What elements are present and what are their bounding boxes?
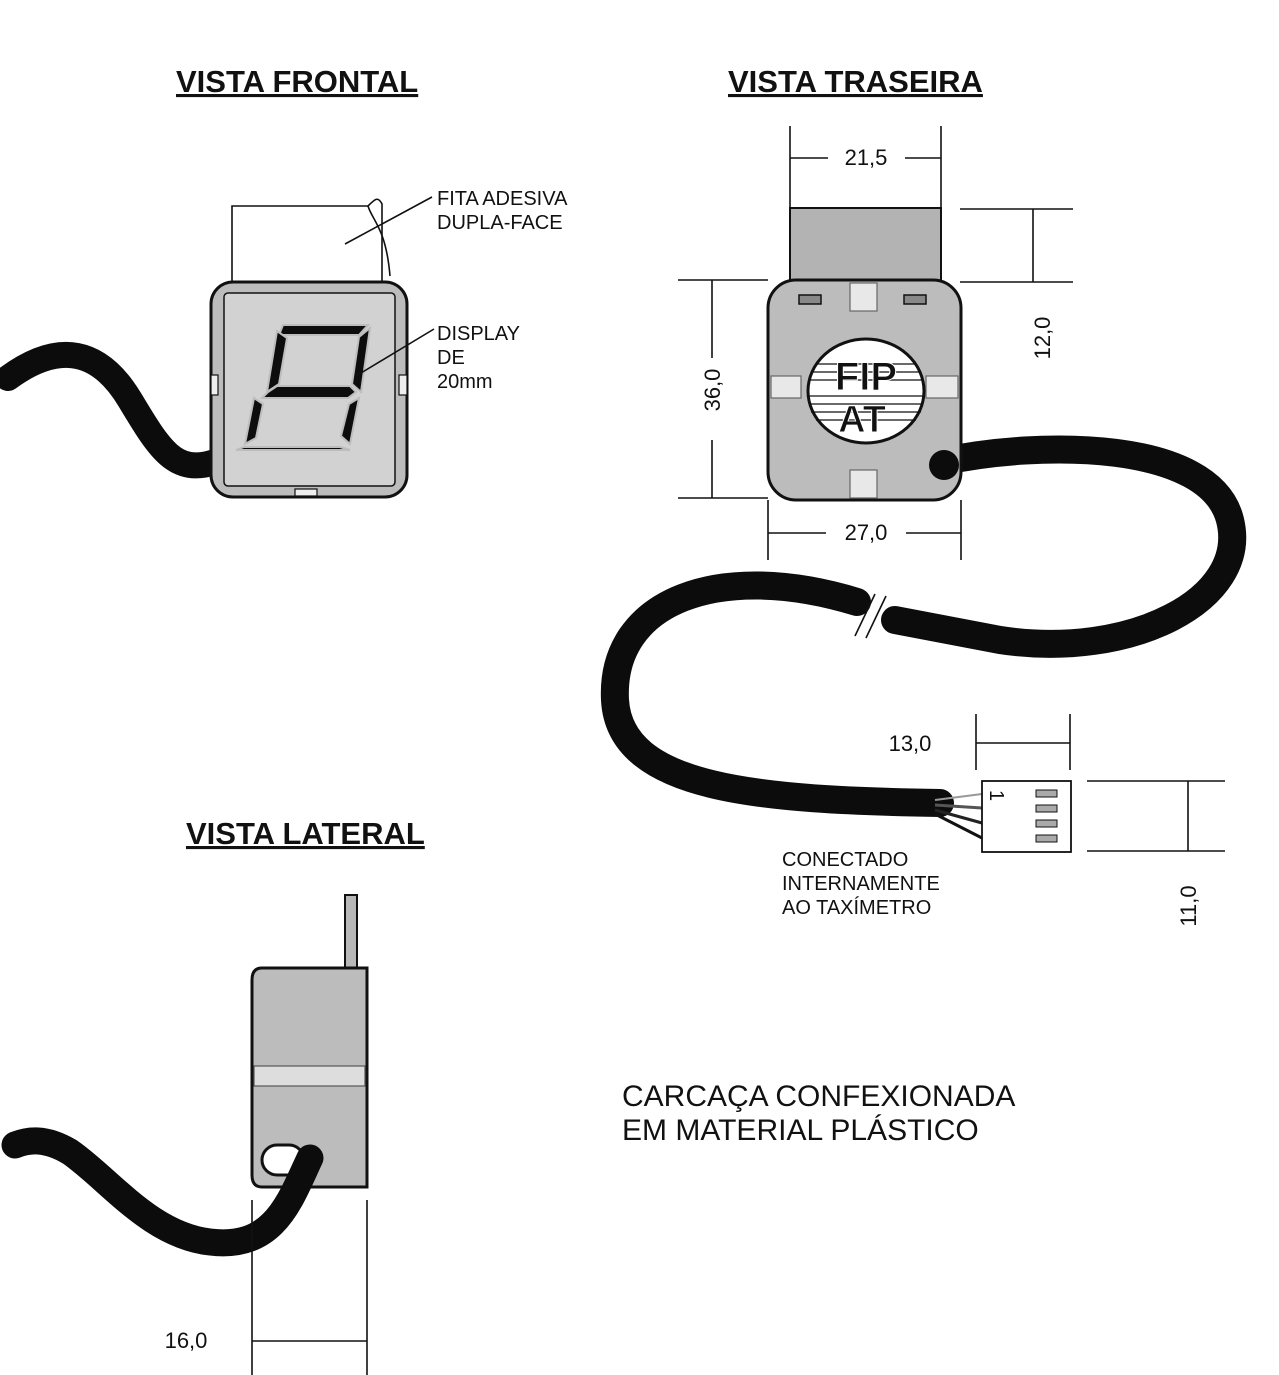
seven-segment-digit [235,324,372,451]
cable-entry [929,450,959,480]
wire-2 [934,803,983,810]
tape-label-line1: FITA ADESIVA [437,188,568,210]
logo-stripes [808,363,924,421]
rib-top [849,282,878,312]
connector-pins [1035,789,1058,843]
segment-c [339,395,361,446]
wire-4 [934,812,983,840]
segment-d [235,446,351,451]
rear-cable-lower [600,571,954,817]
segment-g [259,385,358,399]
wire-3 [934,808,983,825]
adhesive-tape-sheet [231,198,383,285]
cable-break-mark-2 [865,595,887,639]
bottom-clip [294,488,318,497]
tape-leader [344,196,433,245]
logo-text-at: AT [838,399,886,441]
front-view-title: VISTA FRONTAL [176,64,418,99]
rib-left [770,375,802,399]
rib-bottom [849,469,878,499]
wire-1 [934,793,983,801]
side-cable [1,1127,324,1257]
material-note-line2: EM MATERIAL PLÁSTICO [622,1114,979,1147]
tape-label-line2: DUPLA-FACE [437,212,563,234]
dim-tab-height: 12,0 [1030,317,1055,360]
display-label-line3: 20mm [437,371,493,393]
rear-view: FIP AT 21,5 12,0 36,0 27,0 [600,126,1247,927]
dim-top-width: 21,5 [845,145,888,170]
connector-note-line3: AO TAXÍMETRO [782,896,931,919]
side-view: 16,0 [1,894,369,1375]
logo-text-fip: FIP [835,355,897,399]
display-label-line2: DE [437,347,465,369]
connector-note-line2: INTERNAMENTE [782,873,940,895]
rear-view-title: VISTA TRASEIRA [728,64,983,99]
dim-body-height: 36,0 [700,369,725,412]
side-tab [344,894,358,971]
side-view-title: VISTA LATERAL [186,816,425,851]
front-cable [0,342,228,479]
rib-right [925,375,959,399]
display-label-line1: DISPLAY [437,323,520,345]
slot-left [798,294,822,305]
cable-break-mark-1 [854,593,876,637]
rear-cable-upper [881,435,1247,658]
segment-f [265,329,289,395]
display-leader [355,328,435,377]
segment-e [243,396,265,446]
left-clip [210,374,219,396]
tape-peel-edge [367,205,391,277]
connector-note-line1: CONECTADO [782,849,908,871]
front-view: FITA ADESIVA DUPLA-FACE DISPLAY DE 20mm [0,188,568,499]
right-clip [398,374,408,396]
rear-top-tab [789,207,942,287]
connector-pin-1-label: 1 [985,790,1007,801]
dim-body-width: 27,0 [845,520,888,545]
side-band [253,1065,366,1087]
dim-side-depth: 16,0 [165,1328,208,1353]
material-note-line1: CARCAÇA CONFEXIONADA [622,1080,1015,1113]
fipat-logo-seal [806,337,926,445]
dim-connector-height: 11,0 [1176,885,1201,926]
segment-a [277,324,371,336]
slot-right [903,294,927,305]
dim-connector-width: 13,0 [889,731,932,756]
